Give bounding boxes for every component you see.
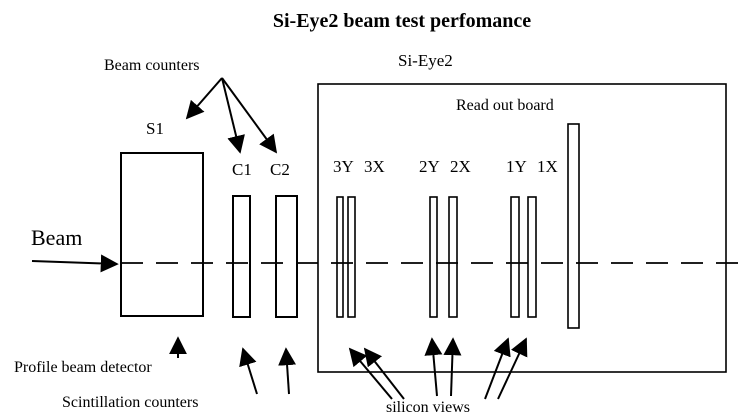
c2-counter — [275, 195, 298, 318]
c1-label: C1 — [232, 160, 252, 179]
view-2x-label: 2X — [450, 157, 471, 176]
arrow-to-c2 — [221, 77, 278, 154]
silicon-view-3x — [347, 196, 356, 318]
arrow-to-3y — [348, 347, 393, 400]
scintillation-counters-label: Scintillation counters — [62, 394, 198, 411]
arrow-to-c1-from-below — [239, 347, 258, 395]
arrow-to-c2-from-below — [278, 347, 297, 395]
silicon-view-2x — [448, 196, 458, 318]
profile-beam-detector-label: Profile beam detector — [14, 359, 152, 376]
silicon-view-1x — [527, 196, 537, 318]
si-eye2-label: Si-Eye2 — [398, 51, 453, 70]
read-out-board-label: Read out board — [456, 97, 554, 114]
arrow-to-2x — [443, 337, 462, 397]
arrow-to-3x — [363, 347, 405, 400]
view-3x-label: 3X — [364, 157, 385, 176]
silicon-view-1y — [510, 196, 520, 318]
c2-label: C2 — [270, 160, 290, 179]
view-2y-label: 2Y — [419, 157, 440, 176]
diagram-title: Si-Eye2 beam test perfomance — [273, 10, 531, 32]
beam-label: Beam — [31, 225, 82, 250]
view-1y-label: 1Y — [506, 157, 527, 176]
arrow-to-c1 — [221, 77, 245, 154]
s1-detector — [120, 152, 204, 317]
read-out-board — [567, 123, 580, 329]
c1-counter — [232, 195, 251, 318]
silicon-views-label: silicon views — [386, 399, 470, 416]
arrow-to-2y — [424, 337, 443, 397]
beam-counters-label: Beam counters — [104, 57, 200, 74]
si-eye2-enclosure — [317, 83, 727, 373]
arrow-to-s1 — [185, 77, 223, 120]
arrow-to-1x — [497, 337, 528, 400]
arrow-to-1y — [484, 337, 511, 400]
s1-label: S1 — [146, 119, 164, 138]
silicon-view-2y — [429, 196, 438, 318]
view-3y-label: 3Y — [333, 157, 354, 176]
beam-arrow — [31, 254, 119, 273]
silicon-view-3y — [336, 196, 344, 318]
view-1x-label: 1X — [537, 157, 558, 176]
